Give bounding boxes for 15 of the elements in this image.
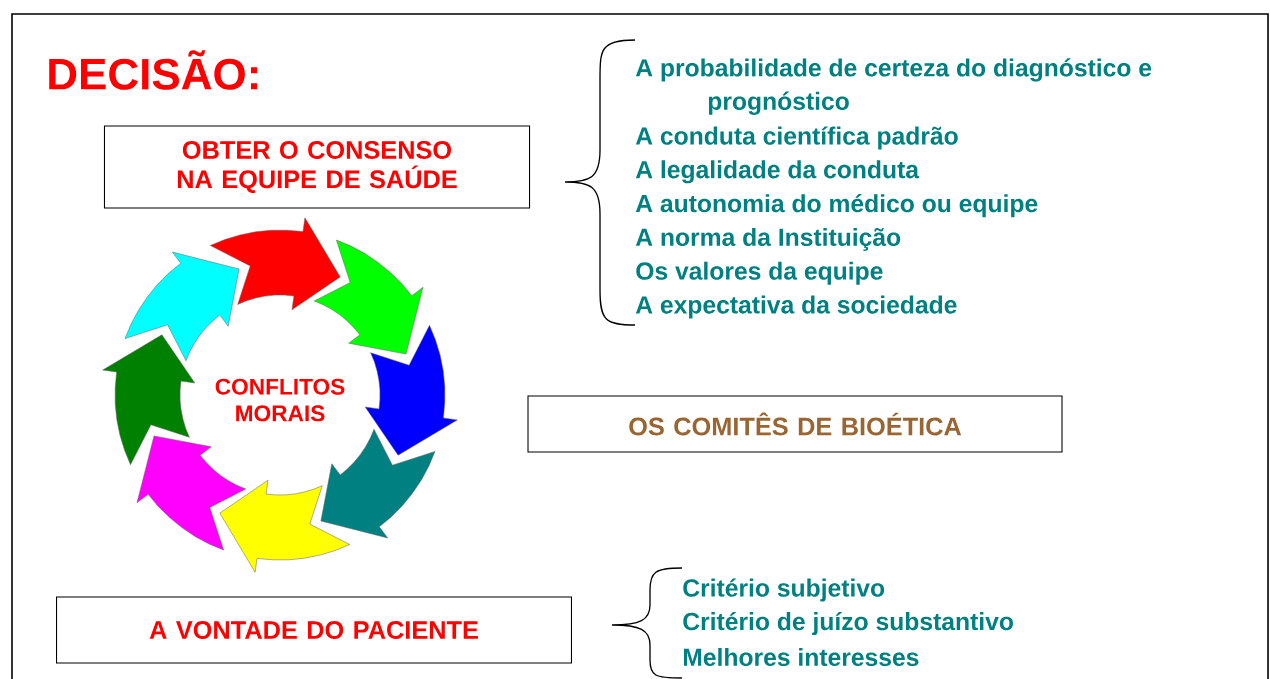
list-item: A expectativa da sociedade — [635, 295, 957, 319]
text-box: A VONTADE DO PACIENTE — [56, 596, 572, 664]
title: DECISÃO: — [49, 50, 258, 90]
center-label: CONFLITOS MORAIS — [215, 378, 345, 422]
list-item: A autonomia do médico ou equipe — [635, 194, 1038, 218]
list-item: Os valores da equipe — [636, 261, 883, 285]
list-item: A legalidade da conduta — [635, 160, 920, 184]
list-item: Critério subjetivo — [683, 578, 885, 602]
list-item: Melhores interesses — [683, 647, 919, 667]
list-item: Critério de juízo substantivo — [683, 611, 1013, 636]
list-item: A conduta científica padrão — [635, 126, 958, 150]
text-box: OBTER O CONSENSO NA EQUIPE DE SAÚDE — [103, 125, 531, 209]
text-box: OS COMITÊS DE BIOÉTICA — [527, 395, 1063, 453]
list-item: A probabilidade de certeza do diagnóstico e prognóstico — [635, 58, 1152, 115]
list-item: A norma da Instituição — [635, 227, 901, 251]
